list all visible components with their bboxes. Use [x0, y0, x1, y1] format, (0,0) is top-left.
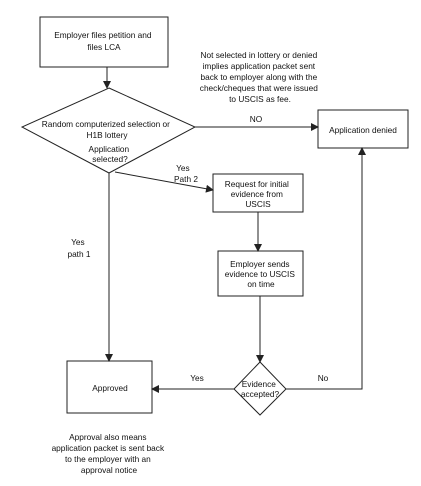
denied-label: Application denied	[329, 125, 397, 135]
send-evidence-label: Employer sends evidence to USCIS on time	[225, 259, 297, 289]
send-evidence-box	[217, 250, 304, 297]
start-label: Employer files petition and files LCA	[54, 30, 154, 52]
evidence-check-label: Evidence accepted?	[241, 379, 280, 399]
arrow-lottery-yes-path2	[114, 171, 214, 193]
request-evidence-box	[212, 173, 304, 213]
edge-label-evidence-yes: Yes	[190, 373, 204, 383]
arrow-evidence-no-to-denied	[286, 147, 366, 390]
evidence-decision-diamond	[233, 361, 287, 416]
denial-note: Not selected in lottery or denied implie…	[200, 50, 320, 104]
edge-label-evidence-no: No	[318, 373, 329, 383]
edge-label-yes-path2: Yes Path 2	[174, 163, 198, 184]
lottery-question-label: Application selected?	[89, 144, 132, 164]
approved-label: Approved	[92, 383, 128, 393]
edge-label-no-to-denied: NO	[250, 114, 263, 124]
denied-box	[317, 109, 409, 149]
edge-label-yes-path1: Yes path 1	[67, 237, 90, 259]
lottery-title-label: Random computerized selection or H1B lot…	[42, 119, 173, 140]
request-evidence-label: Request for initial evidence from USCIS	[225, 179, 291, 209]
start-box	[39, 16, 169, 68]
approval-note: Approval also means application packet i…	[52, 432, 167, 475]
